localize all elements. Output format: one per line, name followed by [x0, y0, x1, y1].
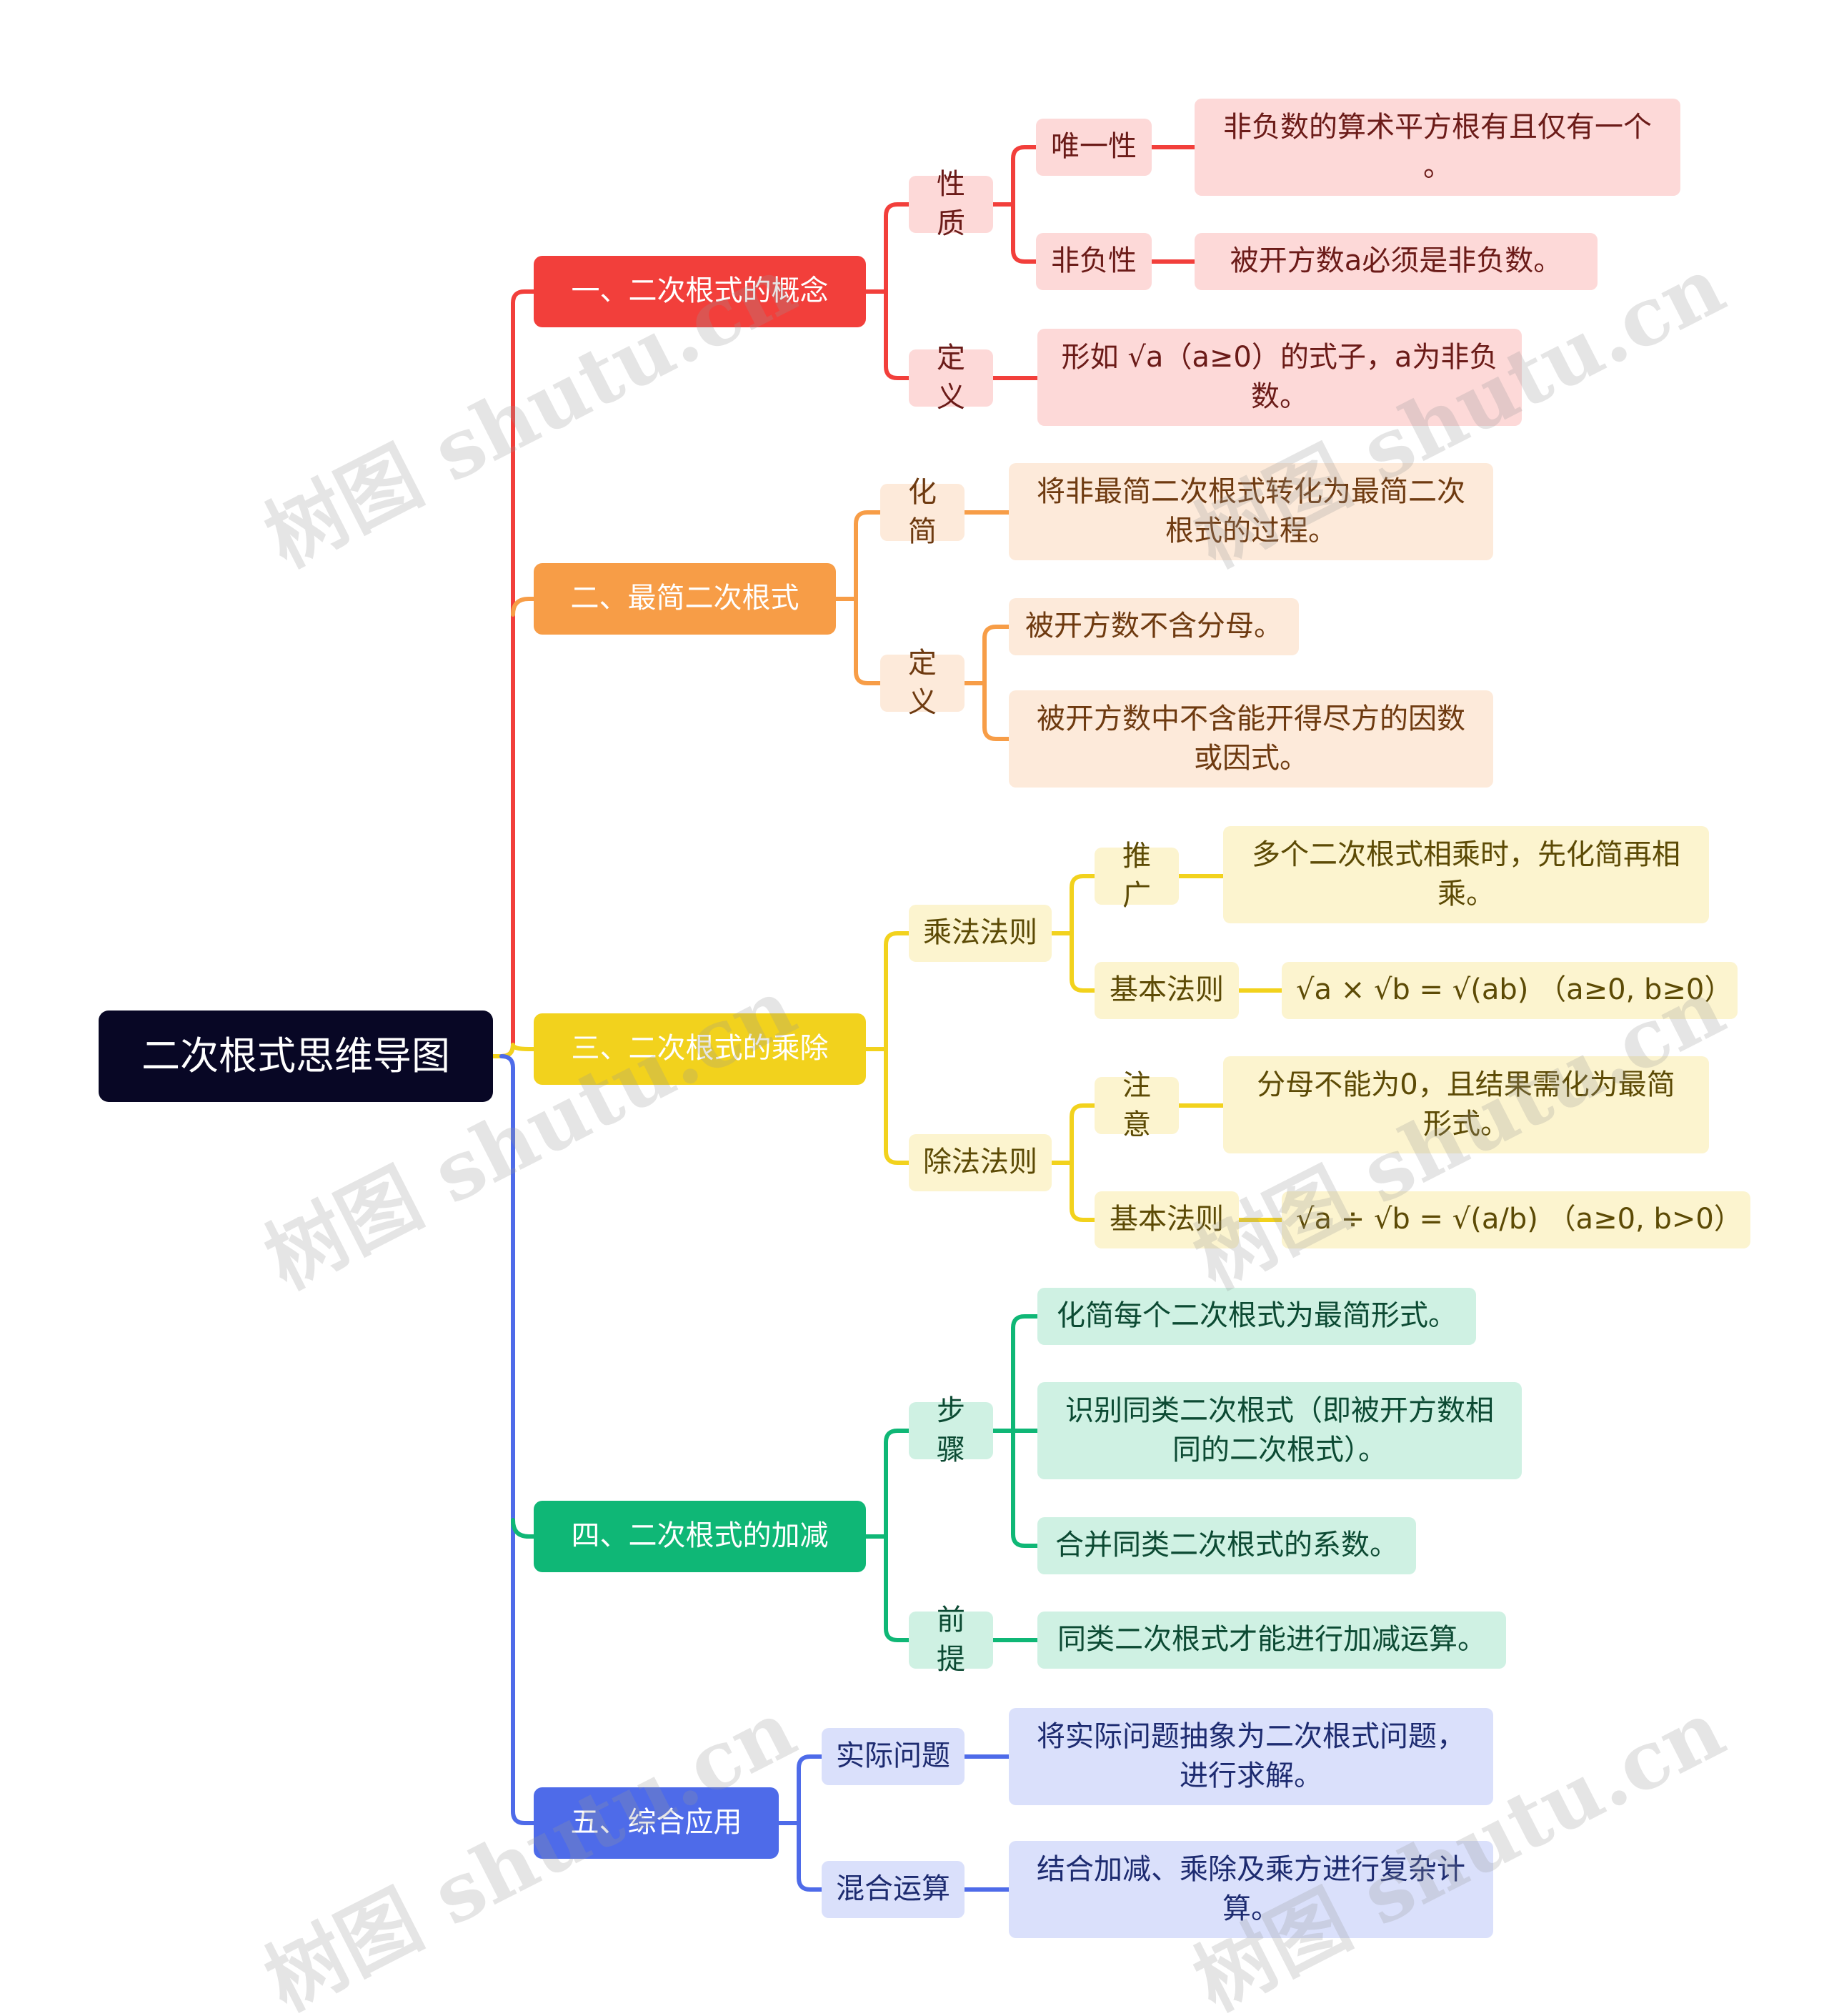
topic-division-rule[interactable]: 除法法则 [909, 1134, 1052, 1191]
leaf-premise-text[interactable]: 同类二次根式才能进行加减运算。 [1037, 1612, 1506, 1669]
leaf-division-formula[interactable]: √a ÷ √b = √(a/b) （a≥0, b>0） [1282, 1191, 1750, 1248]
leaf-step-2[interactable]: 识别同类二次根式（即被开方数相 同的二次根式）。 [1037, 1382, 1522, 1479]
branch-multiply-divide[interactable]: 三、二次根式的乘除 [534, 1013, 866, 1085]
topic-steps[interactable]: 步骤 [909, 1394, 993, 1466]
connector-root-b2 [511, 597, 536, 617]
topic-multiplication-basic[interactable]: 基本法则 [1095, 962, 1239, 1019]
branch-application[interactable]: 五、综合应用 [534, 1787, 779, 1859]
topic-practical[interactable]: 实际问题 [822, 1728, 965, 1785]
leaf-definition-1-text[interactable]: 形如 √a（a≥0）的式子，a为非负 数。 [1037, 329, 1522, 426]
topic-simplify[interactable]: 化简 [880, 476, 965, 548]
topic-nonnegativity[interactable]: 非负性 [1036, 233, 1152, 290]
leaf-practical-text[interactable]: 将实际问题抽象为二次根式问题， 进行求解。 [1009, 1708, 1493, 1805]
leaf-uniqueness-text[interactable]: 非负数的算术平方根有且仅有一个 。 [1195, 99, 1680, 196]
root-connectors [491, 289, 536, 1825]
leaf-mixed-text[interactable]: 结合加减、乘除及乘方进行复杂计 算。 [1009, 1841, 1493, 1938]
leaf-step-3[interactable]: 合并同类二次根式的系数。 [1037, 1517, 1416, 1574]
branch-add-subtract[interactable]: 四、二次根式的加减 [534, 1501, 866, 1572]
leaf-nonnegativity-text[interactable]: 被开方数a必须是非负数。 [1195, 233, 1598, 290]
leaf-multiplication-formula[interactable]: √a × √b = √(ab) （a≥0, b≥0） [1282, 962, 1738, 1019]
topic-note[interactable]: 注意 [1095, 1069, 1179, 1141]
topic-definition-1[interactable]: 定义 [909, 342, 993, 414]
topic-uniqueness[interactable]: 唯一性 [1036, 119, 1152, 176]
branch-simplest-radical[interactable]: 二、最简二次根式 [534, 563, 836, 635]
topic-property[interactable]: 性质 [909, 168, 993, 240]
topic-multiplication-rule[interactable]: 乘法法则 [909, 905, 1052, 962]
leaf-definition-2-item-2[interactable]: 被开方数中不含能开得尽方的因数 或因式。 [1009, 690, 1493, 788]
root-node[interactable]: 二次根式思维导图 [99, 1011, 493, 1102]
leaf-definition-2-item-1[interactable]: 被开方数不含分母。 [1009, 598, 1299, 655]
topic-division-basic[interactable]: 基本法则 [1095, 1191, 1239, 1248]
branch-concept[interactable]: 一、二次根式的概念 [534, 256, 866, 327]
leaf-step-1[interactable]: 化简每个二次根式为最简形式。 [1037, 1288, 1476, 1345]
connector-root-b1 [491, 289, 536, 1058]
leaf-generalization-text[interactable]: 多个二次根式相乘时，先化简再相 乘。 [1223, 826, 1709, 923]
connector-root-b3 [491, 1043, 536, 1058]
branch2-connectors [834, 510, 1011, 741]
topic-generalization[interactable]: 推广 [1095, 840, 1179, 912]
leaf-simplify-text[interactable]: 将非最简二次根式转化为最简二次 根式的过程。 [1009, 463, 1493, 560]
topic-premise[interactable]: 前提 [909, 1604, 993, 1676]
leaf-note-text[interactable]: 分母不能为0，且结果需化为最简 形式。 [1223, 1056, 1709, 1153]
connector-root-b4 [499, 1054, 536, 1825]
topic-mixed[interactable]: 混合运算 [822, 1861, 965, 1918]
branch4-connectors [864, 1314, 1040, 1642]
branch1-connectors [864, 145, 1197, 380]
connector-root-b5 [511, 1518, 536, 1539]
branch5-connectors [777, 1754, 1011, 1892]
branch3-connectors [864, 874, 1284, 1222]
topic-definition-2[interactable]: 定义 [880, 647, 965, 719]
